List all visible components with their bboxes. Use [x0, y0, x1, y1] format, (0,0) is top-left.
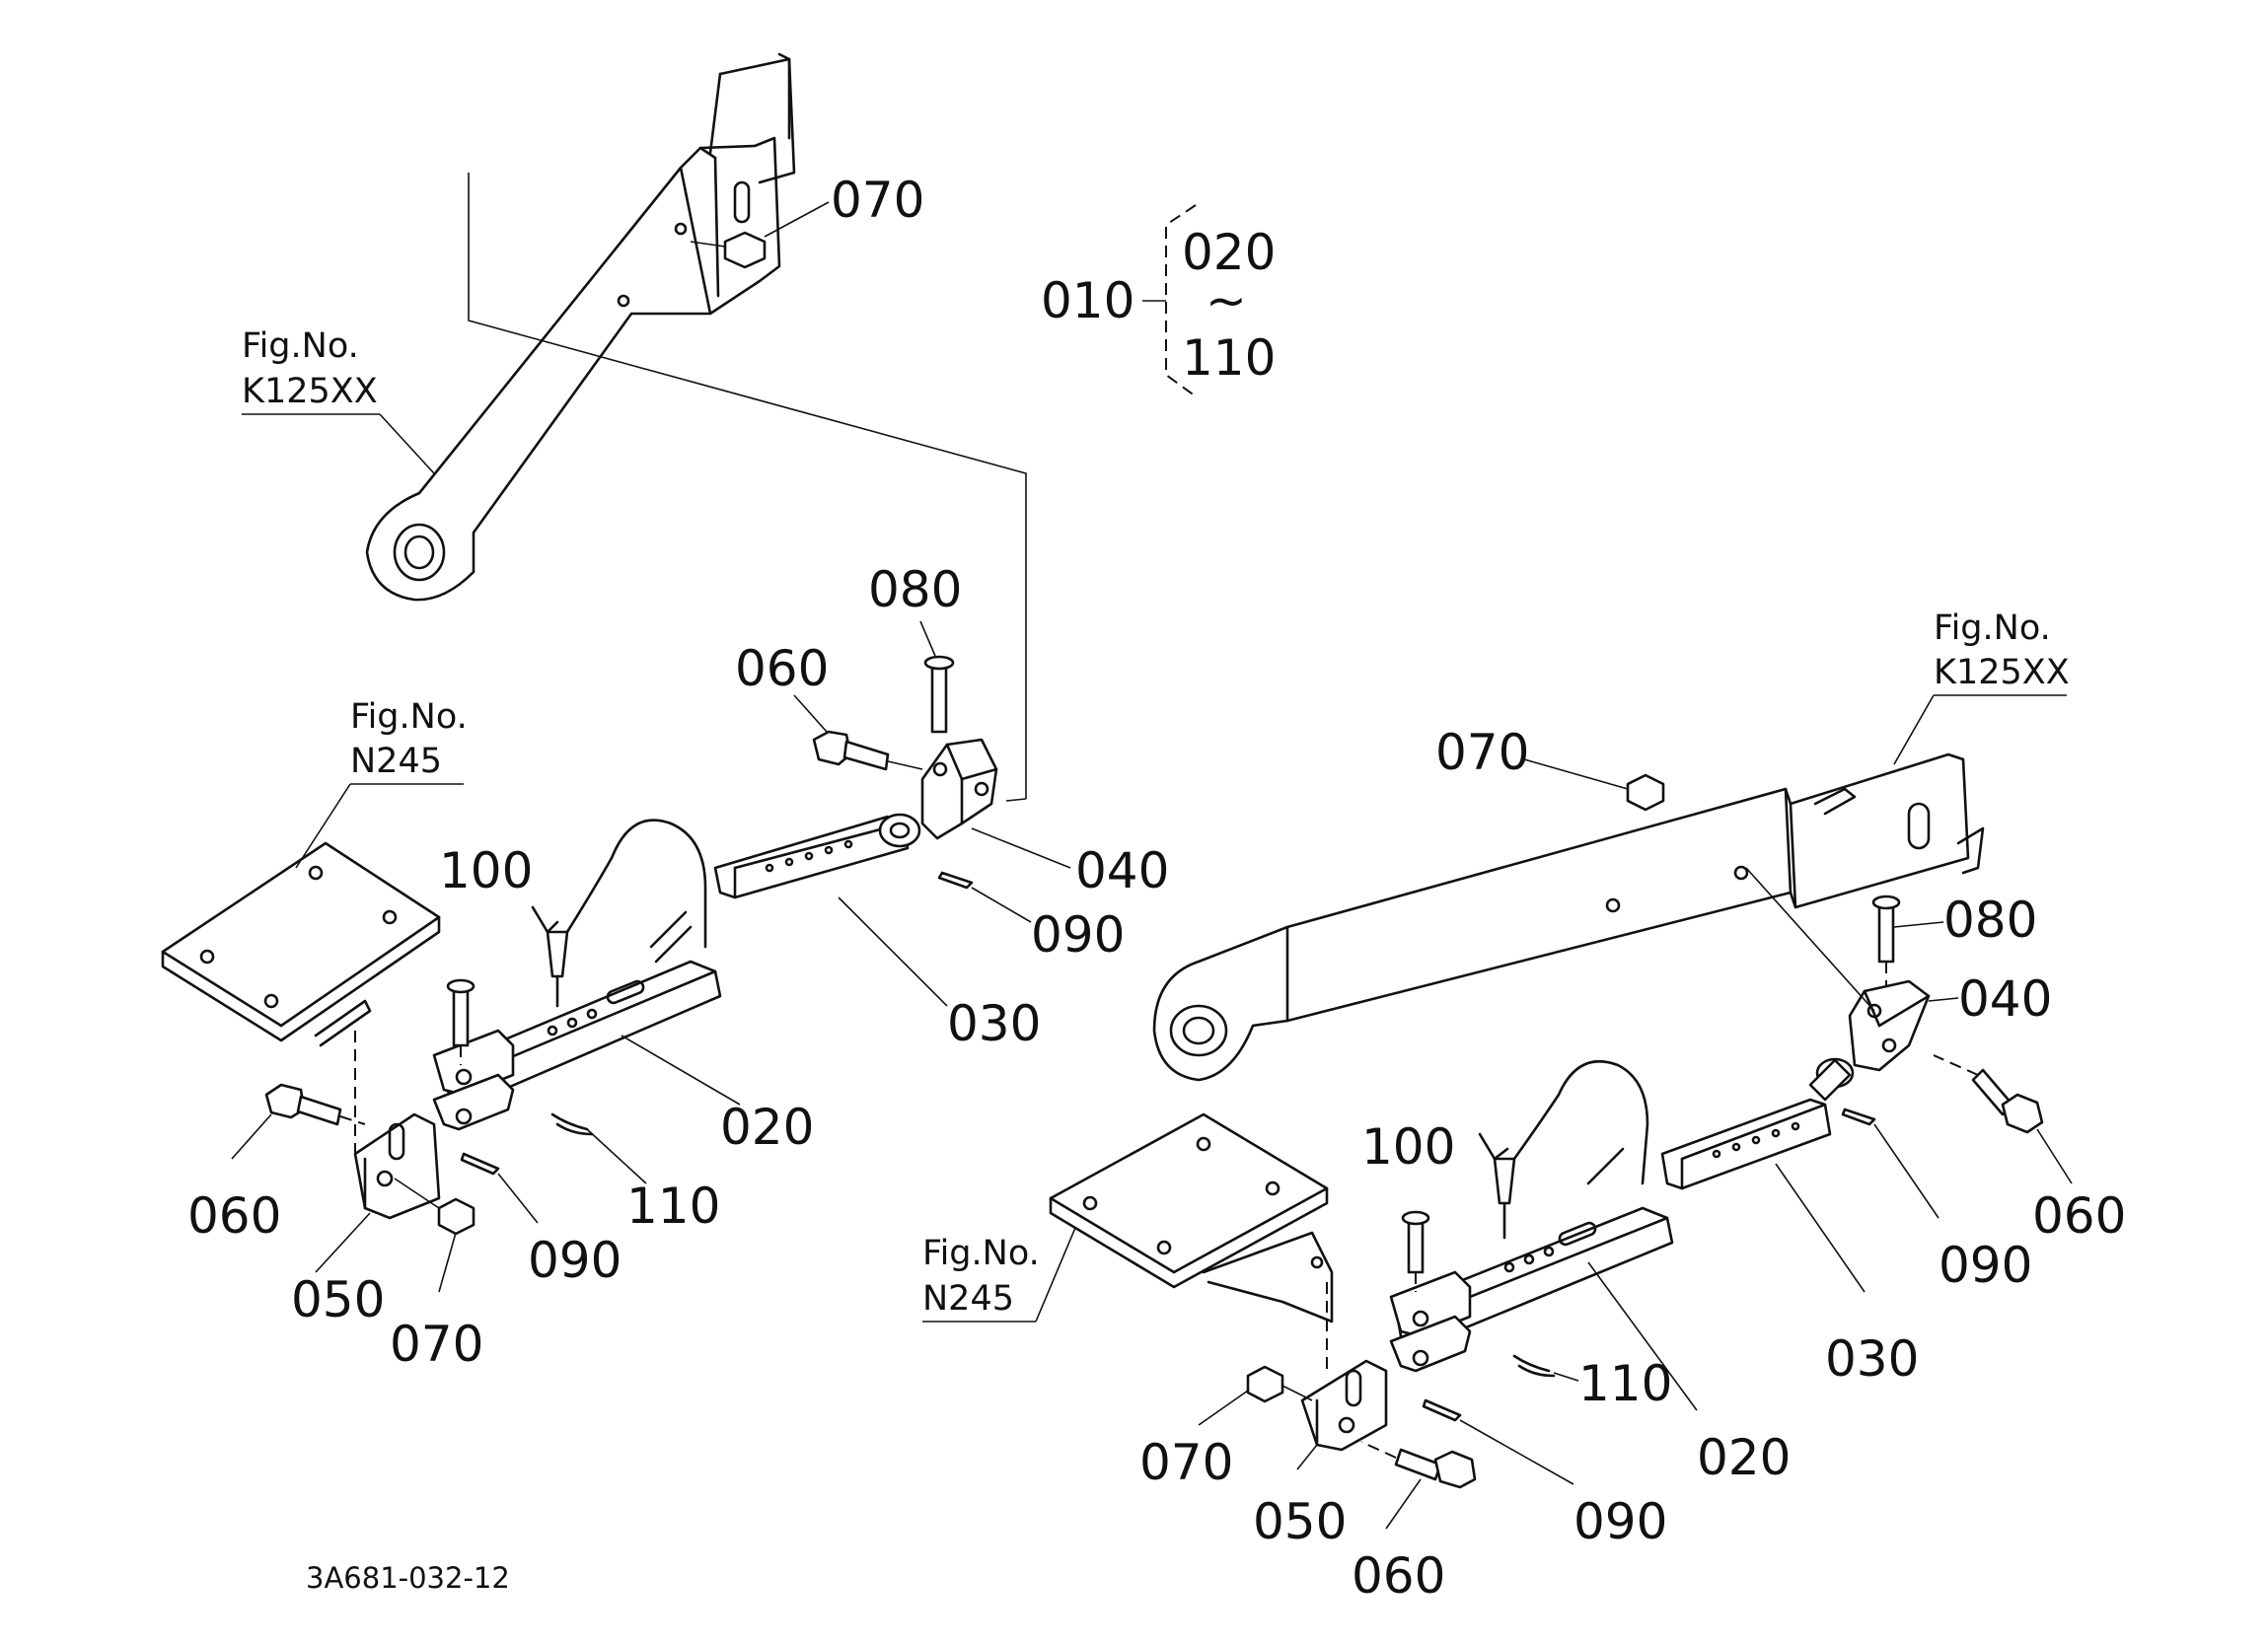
assembly-note: 010 020 ~ 110 — [1041, 204, 1276, 397]
right-tube-020 — [1389, 1206, 1674, 1373]
right-label-040: 040 — [1958, 970, 2052, 1028]
left-pin-100 — [446, 978, 476, 1065]
left-tube-020 — [432, 960, 722, 1131]
assembly-range-start: 020 — [1182, 224, 1276, 281]
left-pin-090-lower — [460, 1152, 500, 1176]
left-plate-fig-code: N245 — [350, 742, 442, 781]
left-label-050: 050 — [291, 1271, 385, 1328]
right-arm-fig-caption: Fig.No. — [1934, 608, 2051, 648]
right-pin-100 — [1401, 1210, 1430, 1292]
right-label-080: 080 — [1943, 892, 2037, 949]
left-lower-link-arm — [365, 52, 796, 602]
left-arm-fig-caption: Fig.No. — [242, 326, 359, 366]
left-label-090-upper: 090 — [1031, 906, 1125, 964]
left-label-100: 100 — [439, 842, 533, 899]
left-label-020: 020 — [720, 1099, 814, 1156]
right-lower-link-arm — [1152, 752, 1985, 1082]
right-label-030: 030 — [1825, 1330, 1919, 1388]
right-label-100: 100 — [1361, 1118, 1455, 1176]
assembly-range-separator: ~ — [1206, 272, 1247, 329]
left-tube-030 — [713, 813, 921, 899]
right-label-090-upper: 090 — [1939, 1237, 2032, 1294]
left-bracket-040 — [920, 738, 998, 840]
right-label-060-upper: 060 — [2032, 1187, 2126, 1245]
drawing-code: 3A681-032-12 — [306, 1561, 510, 1595]
right-label-050: 050 — [1253, 1493, 1347, 1550]
right-pin-080 — [1871, 895, 1901, 986]
right-label-070-top: 070 — [1435, 724, 1529, 781]
left-bracket-050 — [353, 1031, 441, 1220]
right-nut-070-lower — [1246, 1365, 1313, 1403]
right-label-090-lower: 090 — [1573, 1493, 1667, 1550]
assembly-range-end: 110 — [1182, 329, 1276, 387]
assembly-number: 010 — [1041, 272, 1134, 329]
right-chain-pin — [1478, 1060, 1649, 1240]
left-label-060-upper: 060 — [735, 640, 829, 697]
left-label-040: 040 — [1075, 842, 1169, 899]
right-clip-110 — [1512, 1354, 1556, 1378]
left-label-030: 030 — [947, 995, 1041, 1052]
right-label-110: 110 — [1578, 1355, 1672, 1412]
left-bolt-060-upper — [812, 730, 923, 771]
left-plate-fig-caption: Fig.No. — [350, 697, 468, 737]
right-nut-070-top — [1626, 773, 1665, 812]
right-plate-fig-caption: Fig.No. — [922, 1234, 1040, 1273]
right-tube-030 — [1660, 1057, 1855, 1190]
left-nut-070-lower — [394, 1178, 476, 1236]
left-label-070-top: 070 — [831, 172, 924, 229]
left-pin-080 — [923, 655, 955, 734]
left-mounting-plate — [161, 841, 441, 1047]
right-mounting-plate — [1049, 1112, 1334, 1324]
left-chain-pin — [531, 819, 707, 1008]
left-label-110: 110 — [626, 1178, 720, 1235]
left-group: 070 Fig.No. K125XX 040 080 06 — [161, 52, 1169, 1373]
left-label-070-lower: 070 — [390, 1316, 483, 1373]
right-label-070-lower: 070 — [1139, 1434, 1233, 1491]
right-pin-090-lower — [1422, 1398, 1462, 1422]
right-bracket-040 — [1745, 867, 1931, 1072]
right-pin-090-upper — [1841, 1108, 1876, 1126]
right-bracket-050 — [1300, 1282, 1388, 1452]
right-bolt-060-upper — [1933, 1054, 2044, 1134]
left-bolt-060-lower — [264, 1083, 366, 1126]
left-clip-110 — [550, 1112, 594, 1136]
right-plate-fig-code: N245 — [922, 1279, 1014, 1319]
right-label-020: 020 — [1697, 1429, 1791, 1486]
left-pin-090-upper — [937, 871, 974, 890]
right-label-060-lower: 060 — [1352, 1547, 1445, 1605]
right-group: Fig.No. K125XX 070 080 040 — [922, 608, 2126, 1605]
left-label-060-lower: 060 — [187, 1187, 281, 1245]
right-bolt-060-lower — [1360, 1441, 1477, 1489]
right-arm-fig-code: K125XX — [1934, 653, 2070, 692]
left-label-080: 080 — [868, 561, 962, 618]
left-arm-fig-code: K125XX — [242, 372, 378, 411]
left-label-090-lower: 090 — [528, 1232, 622, 1289]
left-nut-070-top — [690, 201, 830, 269]
